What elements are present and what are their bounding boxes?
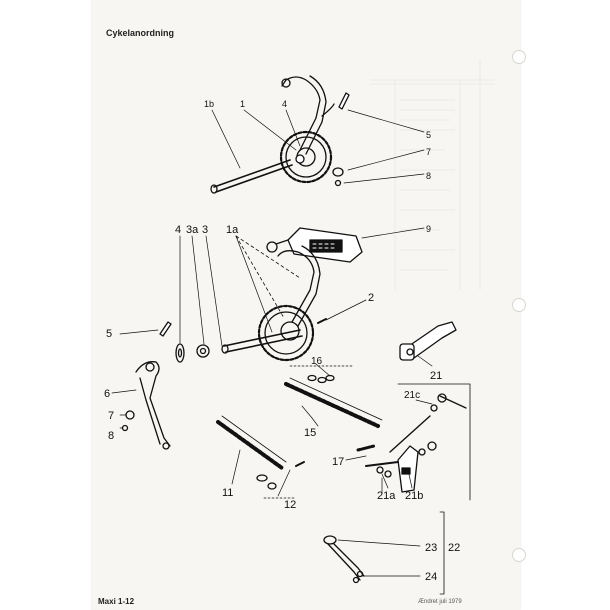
bolt: [317, 318, 327, 324]
callout-24: 24: [425, 571, 437, 583]
chain-11: [216, 415, 287, 470]
callout-17: 17: [332, 456, 344, 468]
callout-1: 1: [240, 99, 245, 109]
callout-22: 22: [448, 542, 460, 554]
page-title: Cykelanordning: [106, 28, 175, 38]
callout-21b: 21b: [405, 490, 423, 502]
binder-hole: [512, 50, 526, 64]
callout-23: 23: [425, 542, 437, 554]
callout-1a: 1a: [226, 224, 239, 236]
small-link: [356, 444, 376, 452]
callout-12: 12: [284, 499, 296, 511]
callout-2: 2: [368, 292, 374, 304]
brake-rod: [323, 511, 445, 595]
callout-11: 11: [222, 487, 233, 499]
leader-lines: [111, 109, 433, 577]
callout-7-top: 7: [426, 147, 431, 157]
callout-1b: 1b: [204, 99, 214, 109]
cotter-pin-top: [338, 92, 350, 110]
left-crank-arm: [135, 361, 171, 450]
callout-7: 7: [108, 410, 114, 422]
footer-model: Maxi 1-12: [98, 597, 135, 606]
binder-hole: [512, 548, 526, 562]
callout-21c: 21c: [404, 390, 420, 401]
callout-4: 4: [175, 224, 181, 236]
washer-3a: [196, 344, 210, 358]
callout-8: 8: [108, 430, 114, 442]
document-page: [92, 0, 520, 610]
washer-left: [125, 410, 135, 420]
master-link: [256, 461, 305, 499]
binder-hole: [512, 298, 526, 312]
nut-top: [334, 179, 342, 187]
callout-4-top: 4: [282, 99, 287, 109]
callout-8-top: 8: [426, 171, 431, 181]
cotter-pin-left: [159, 321, 172, 337]
callout-3: 3: [202, 224, 208, 236]
brake-lever: [399, 321, 457, 361]
callout-21: 21: [430, 370, 442, 382]
washer-top: [332, 167, 344, 177]
bleed-through-table: [370, 60, 495, 290]
pedal: [275, 227, 363, 263]
link-pieces: [289, 365, 353, 384]
callout-6: 6: [104, 388, 110, 400]
chain-15: [284, 377, 383, 428]
brake-subassembly: [365, 383, 471, 501]
callout-5: 5: [106, 328, 112, 340]
callout-15: 15: [304, 427, 316, 439]
cone: [175, 343, 185, 363]
callout-9: 9: [426, 224, 431, 234]
callout-3a: 3a: [186, 224, 199, 236]
callout-5-top: 5: [426, 130, 431, 140]
callout-labels: 1b 1 4 5 7 8 9 4 3a 3 1a 2 5 6 7 8 16 21…: [104, 99, 460, 583]
middle-crank-assembly: [221, 235, 321, 362]
callout-16: 16: [311, 356, 323, 367]
footer-date: Ændret juli 1979: [418, 599, 462, 605]
callout-21a: 21a: [377, 490, 396, 502]
top-crank-assembly: [210, 75, 335, 194]
